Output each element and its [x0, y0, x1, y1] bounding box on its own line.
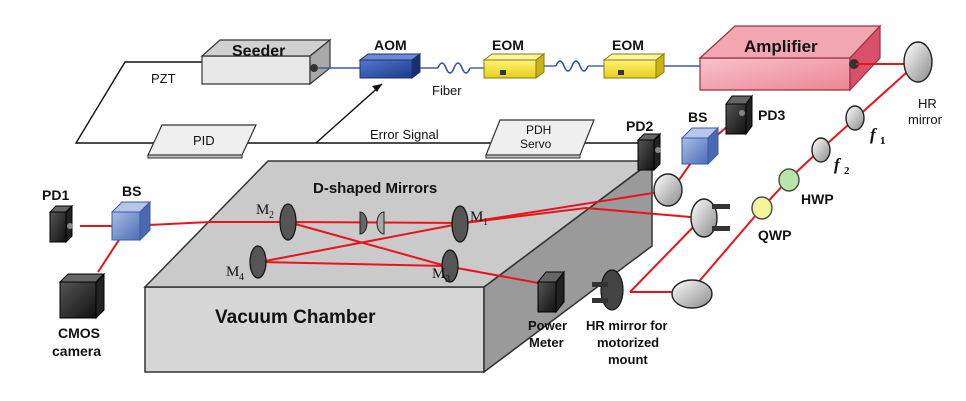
steering-mirror-middle	[690, 198, 730, 238]
f2-subscript: 2	[844, 165, 850, 177]
mirror-icon	[249, 245, 267, 279]
aom-feedback-wire	[315, 83, 383, 144]
cavity-mirror-m3: M 3	[432, 249, 459, 285]
pd1-label: PD1	[42, 187, 69, 203]
m2-subscript: 2	[269, 210, 274, 221]
beam-splitter-left: BS	[110, 183, 152, 242]
photodiode-icon	[655, 147, 661, 153]
mirror-icon	[451, 205, 469, 243]
pd2: PD2	[626, 118, 662, 172]
mirror-icon	[653, 173, 683, 207]
beam-hr-to-motor-mirror	[689, 63, 917, 293]
pdh-servo-label-line2: Servo	[520, 137, 552, 151]
aom-label: AOM	[374, 37, 407, 53]
pd2-label: PD2	[626, 118, 653, 134]
cavity-mirror-m2: M 2	[256, 202, 297, 241]
photodiode-icon	[67, 223, 73, 229]
amplifier-output-port	[849, 59, 859, 69]
f1-label: f	[870, 125, 878, 144]
beam-cavity-to-pd1	[80, 221, 288, 227]
m4-subscript: 4	[239, 272, 244, 283]
pd3: PD3	[725, 94, 785, 136]
mirror-icon	[279, 203, 297, 241]
camera-icon	[59, 281, 97, 319]
hr-motor-mirror: HR mirror for motorized mount	[586, 269, 668, 367]
cavity-mirror-m1: M 1	[451, 205, 488, 243]
beam-splitter-right: BS	[680, 109, 720, 166]
d-shaped-mirrors: D-shaped Mirrors	[313, 180, 437, 235]
power-meter-label-line2: Meter	[529, 335, 564, 350]
eom-module-1: EOM	[482, 37, 546, 79]
pd1: PD1	[42, 187, 74, 244]
eom-module-2: EOM	[602, 37, 666, 79]
cmos-camera: CMOS camera	[52, 272, 106, 359]
mirror-icon	[671, 279, 713, 309]
m4-label: M	[226, 264, 239, 280]
aom-feedback-arrowhead	[372, 84, 382, 92]
hwp-label: HWP	[801, 191, 834, 207]
beam-steering-to-m1	[463, 206, 703, 224]
photodiode-icon	[739, 110, 745, 116]
power-meter: Power Meter	[528, 270, 567, 350]
vacuum-chamber-label: Vacuum Chamber	[215, 307, 376, 328]
f2-label: f	[834, 155, 842, 174]
eom2-label: EOM	[612, 37, 644, 53]
error-signal-label: Error Signal	[370, 127, 439, 142]
mirror-icon	[690, 198, 718, 238]
mirror-icon	[441, 249, 459, 283]
hr-mirror-label-line1: HR	[918, 96, 937, 111]
cmos-label-line2: camera	[52, 343, 101, 359]
pd3-label: PD3	[758, 107, 785, 123]
hr-motor-label-line1: HR mirror for	[586, 318, 668, 333]
bs-right-label: BS	[688, 109, 707, 125]
power-meter-label-line1: Power	[528, 318, 567, 333]
m1-label: M	[470, 209, 483, 225]
seeder-output-port	[310, 64, 318, 72]
d-shaped-mirrors-label: D-shaped Mirrors	[313, 180, 437, 197]
fiber-coil-icon	[437, 62, 471, 74]
bs-left-label: BS	[122, 183, 141, 199]
lens-f1: f 1	[845, 105, 886, 147]
pdh-servo-label-line1: PDH	[526, 123, 551, 137]
m3-subscript: 3	[445, 274, 450, 285]
pid-box: PID	[147, 124, 257, 159]
cmos-label-line1: CMOS	[58, 325, 100, 341]
fiber-coil-icon	[555, 60, 589, 72]
mirror-icon	[600, 269, 624, 311]
seeder-label: Seeder	[232, 43, 285, 60]
steering-mirror-lower	[671, 279, 713, 309]
pickoff-mirror	[653, 173, 683, 207]
f1-subscript: 1	[880, 135, 886, 147]
beam-motor-to-steering	[629, 217, 703, 293]
aom-module: AOM	[358, 37, 422, 79]
amplifier-label: Amplifier	[744, 37, 818, 56]
pdh-servo-box: PDH Servo	[485, 119, 595, 159]
eom1-label: EOM	[492, 37, 524, 53]
pid-label: PID	[193, 133, 215, 148]
qwp: QWP	[751, 196, 791, 243]
beam-m3-to-power-meter	[445, 265, 545, 285]
control-wires	[74, 61, 652, 144]
hr-mirror-label-line2: mirror	[908, 112, 943, 127]
vacuum-chamber: Vacuum Chamber	[143, 159, 655, 374]
hr-motor-label-line3: mount	[608, 352, 648, 367]
pzt-label: PZT	[151, 71, 176, 86]
cavity-mirror-m4: M 4	[226, 245, 267, 283]
m1-subscript: 1	[483, 217, 488, 228]
chamber-front-face	[144, 286, 485, 373]
amplifier: Amplifier	[698, 24, 882, 92]
seeder: Seeder	[200, 38, 332, 86]
hwp: HWP	[778, 168, 834, 207]
lens-f2: f 2	[811, 137, 850, 177]
qwp-label: QWP	[758, 227, 791, 243]
m2-label: M	[256, 202, 269, 218]
m3-label: M	[432, 266, 445, 282]
fiber-label: Fiber	[432, 83, 462, 98]
hr-motor-label-line2: motorized	[597, 335, 659, 350]
mirror-icon	[903, 41, 933, 83]
pzt-feedback-wire	[74, 61, 652, 144]
hr-mirror-top: HR mirror	[903, 41, 943, 127]
